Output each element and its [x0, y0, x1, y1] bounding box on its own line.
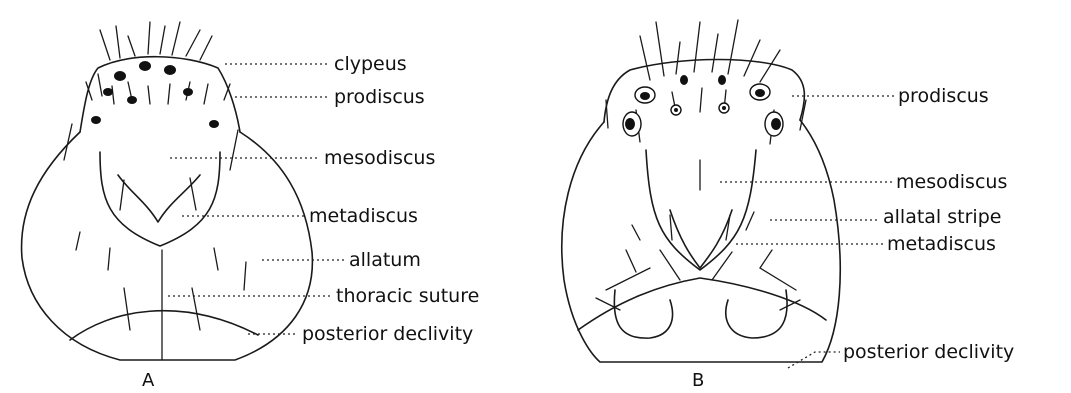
- panel-b-metadiscus-outline: [670, 210, 732, 268]
- label-a-mesodiscus: mesodiscus: [324, 147, 435, 169]
- label-a-prodiscus: prodiscus: [334, 86, 425, 108]
- panel-a-body-outline: [22, 132, 313, 360]
- panel-a-letter: A: [142, 370, 155, 391]
- panel-b-right-stripe: [726, 290, 787, 338]
- label-a-thoracic-suture: thoracic suture: [336, 285, 479, 307]
- panel-a-declivity: [70, 311, 258, 340]
- panel-b-setal-sockets: [623, 75, 783, 136]
- panel-b-letter: B: [692, 370, 704, 391]
- panel-b-drawing: [562, 20, 895, 368]
- panel-a-mesodiscus-outline: [100, 152, 220, 246]
- panel-a-metadiscus-shield: [118, 175, 200, 222]
- label-a-allatum: allatum: [349, 249, 421, 271]
- panel-b-body-outline: [562, 120, 840, 362]
- panel-b-left-stripe: [614, 290, 672, 338]
- label-b-mesodiscus: mesodiscus: [896, 171, 1007, 193]
- panel-a-drawing: [22, 22, 345, 360]
- label-b-allatal-stripe: allatal stripe: [883, 206, 1001, 228]
- label-b-posterior-declivity: posterior declivity: [843, 341, 1014, 363]
- panel-b-mesodiscus-outline: [646, 150, 756, 270]
- label-a-metadiscus: metadiscus: [309, 205, 418, 227]
- label-a-clypeus: clypeus: [334, 53, 407, 75]
- panel-b-leader-lines: [720, 96, 895, 368]
- panel-a-setal-sockets: [91, 61, 219, 128]
- label-b-prodiscus: prodiscus: [898, 85, 989, 107]
- label-a-posterior-declivity: posterior declivity: [302, 323, 473, 345]
- label-b-metadiscus: metadiscus: [887, 233, 996, 255]
